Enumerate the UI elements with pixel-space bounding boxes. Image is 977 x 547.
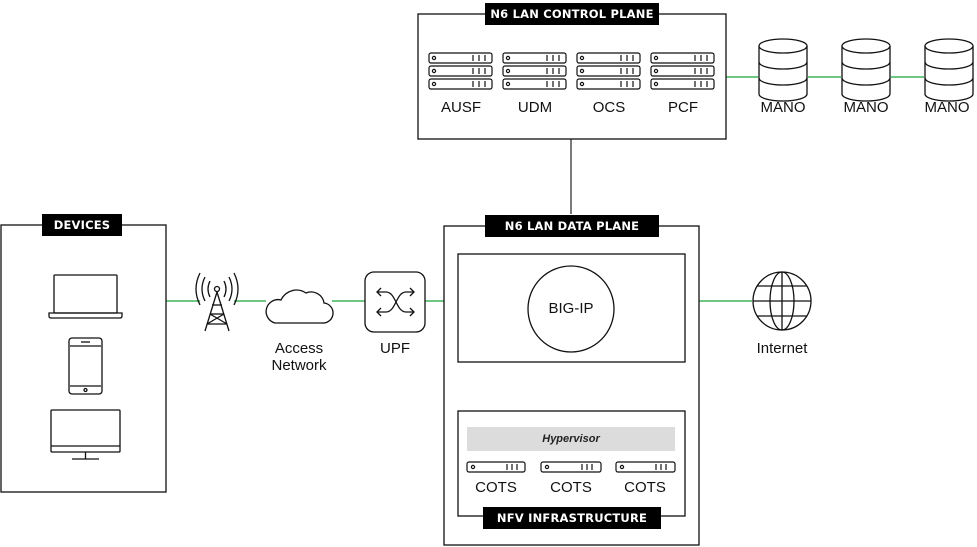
access-network-label-line2: Network bbox=[271, 357, 327, 374]
server-stack-icon-ausf bbox=[428, 52, 493, 90]
laptop-icon bbox=[48, 274, 123, 319]
bigip-circle bbox=[527, 265, 615, 353]
data-plane-title: N6 LAN DATA PLANE bbox=[485, 215, 659, 237]
mano-label-1: MANO bbox=[760, 99, 806, 116]
database-icons bbox=[758, 38, 974, 102]
smartphone-icon bbox=[68, 337, 103, 395]
globe-icon bbox=[752, 271, 812, 331]
cots-server-icon-2 bbox=[540, 461, 602, 473]
devices-box bbox=[0, 224, 167, 493]
server-stacks bbox=[428, 52, 715, 90]
cots-label-3: COTS bbox=[624, 479, 666, 496]
monitor-icon bbox=[50, 409, 121, 460]
server-stack-icon-ocs bbox=[576, 52, 641, 90]
cots-label-2: COTS bbox=[550, 479, 592, 496]
cots-server-icon-3 bbox=[615, 461, 676, 473]
server-label-udm: UDM bbox=[517, 99, 553, 116]
cots-servers bbox=[466, 461, 676, 473]
database-icon-3 bbox=[924, 38, 974, 102]
mano-label-2: MANO bbox=[843, 99, 889, 116]
internet-label: Internet bbox=[756, 340, 808, 357]
cots-server-icon-1 bbox=[466, 461, 526, 473]
server-stack-icon-udm bbox=[502, 52, 567, 90]
devices-title: DEVICES bbox=[42, 214, 122, 236]
bigip-label: BIG-IP bbox=[548, 300, 594, 317]
mano-label-3: MANO bbox=[924, 99, 970, 116]
cots-label-1: COTS bbox=[475, 479, 517, 496]
device-icons bbox=[48, 274, 123, 460]
nfv-infrastructure-title: NFV INFRASTRUCTURE bbox=[483, 507, 661, 529]
server-stack-icon-pcf bbox=[650, 52, 715, 90]
database-icon-2 bbox=[841, 38, 891, 102]
server-label-pcf: PCF bbox=[668, 99, 698, 116]
server-label-ausf: AUSF bbox=[440, 99, 481, 116]
antenna-tower-icon bbox=[195, 272, 239, 332]
database-icon-1 bbox=[758, 38, 808, 102]
cloud-icon bbox=[265, 289, 334, 324]
server-label-ocs: OCS bbox=[592, 99, 626, 116]
hypervisor-bar: Hypervisor bbox=[467, 427, 675, 451]
upf-label: UPF bbox=[380, 340, 410, 357]
upf-switch-icon bbox=[364, 271, 426, 333]
control-plane-title: N6 LAN CONTROL PLANE bbox=[485, 3, 659, 25]
access-network-label-line1: Access bbox=[274, 340, 324, 357]
